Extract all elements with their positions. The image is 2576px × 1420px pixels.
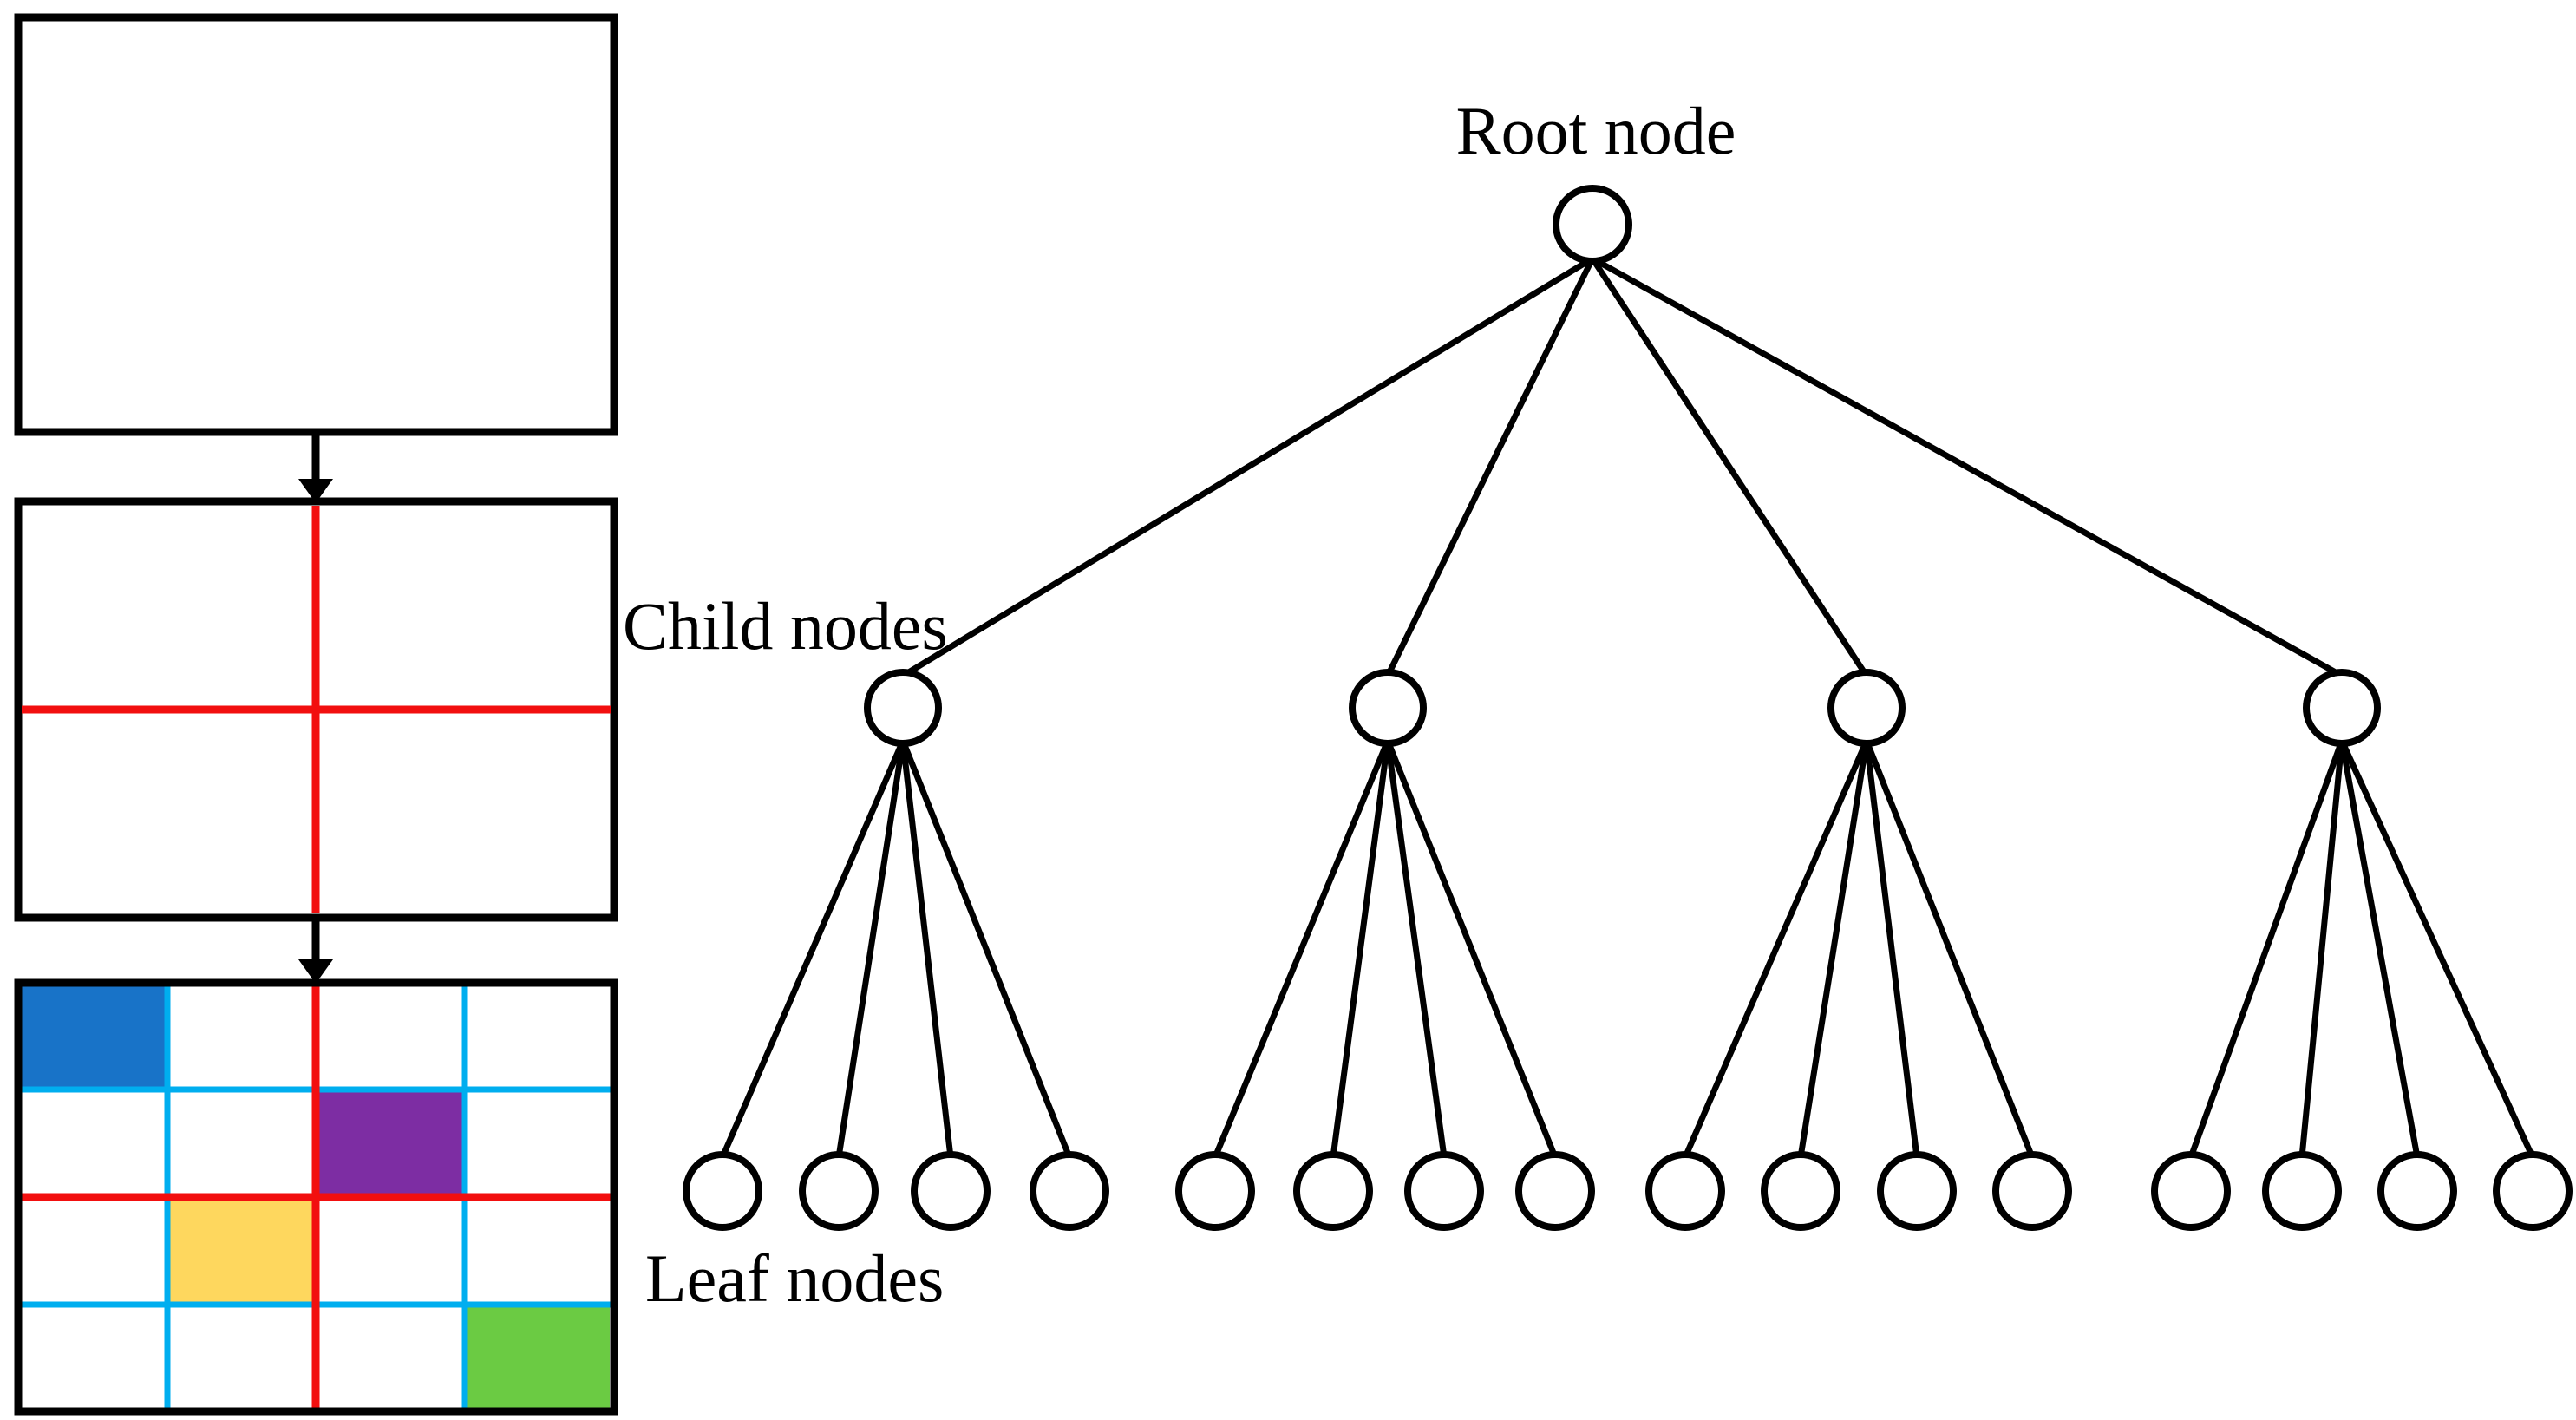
child-node-circle-4 — [2303, 669, 2381, 747]
leaf-node-circle — [1515, 1151, 1595, 1231]
leaf-node-circle-yellow — [1761, 1151, 1840, 1231]
tree-edge-child1-leaf3 — [899, 740, 954, 1158]
grid-cell-purple — [316, 1090, 465, 1197]
leaf-node-circle — [799, 1151, 879, 1231]
grid-cell-yellow — [167, 1197, 316, 1305]
tree-edge-child3-leaf4 — [1863, 739, 2036, 1159]
child-node-circle-3 — [1827, 669, 1906, 747]
leaf-node-circle — [1877, 1151, 1957, 1231]
grid-cell-green — [465, 1305, 610, 1408]
tree-edge-child4-leaf3 — [2338, 740, 2421, 1158]
tree-edge-child3-leaf1 — [1682, 739, 1870, 1159]
leaf-nodes-label: Leaf nodes — [645, 1240, 944, 1316]
leaf-node-circle-purple — [1404, 1151, 1484, 1231]
flow-arrow-2-head — [298, 959, 333, 984]
flow-box-step1 — [14, 13, 618, 436]
root-node-label: Root node — [1456, 93, 1736, 168]
tree-edge-root-child3 — [1590, 257, 1869, 677]
tree-edge-root-child4 — [1591, 255, 2344, 679]
leaf-node-circle — [1175, 1151, 1255, 1231]
flow-box-step3 — [14, 978, 618, 1416]
leaf-node-circle — [2377, 1151, 2457, 1231]
grid-cell-blue — [22, 986, 167, 1090]
leaf-node-circle — [2262, 1151, 2342, 1231]
tree-edge-child4-leaf1 — [2187, 739, 2345, 1159]
leaf-node-circle — [1030, 1151, 1109, 1231]
tree-edge-root-child2 — [1384, 257, 1596, 677]
flow-arrow-1-head — [298, 479, 333, 503]
tree-edge-child1-leaf1 — [719, 739, 906, 1159]
tree-edge-child1-leaf2 — [835, 740, 906, 1158]
leaf-node-circle-green — [2493, 1151, 2573, 1231]
leaf-node-circle-blue — [683, 1151, 762, 1231]
tree-edge-child4-leaf2 — [2298, 740, 2345, 1158]
tree-edge-child2-leaf4 — [1384, 739, 1559, 1159]
tree-edge-child3-leaf2 — [1797, 740, 1870, 1158]
leaf-node-circle — [2151, 1151, 2231, 1231]
tree-edge-child2-leaf2 — [1330, 740, 1391, 1158]
root-node-circle — [1553, 185, 1632, 265]
tree-edge-child1-leaf4 — [899, 739, 1073, 1159]
child-node-circle-1 — [864, 669, 942, 747]
leaf-node-circle — [1645, 1151, 1725, 1231]
child-nodes-label: Child nodes — [623, 588, 948, 664]
leaf-node-circle — [1293, 1151, 1373, 1231]
leaf-node-circle — [1992, 1151, 2072, 1231]
tree-edge-child2-leaf1 — [1212, 739, 1391, 1159]
leaf-node-circle — [911, 1151, 991, 1231]
tree-edge-child3-leaf3 — [1863, 740, 1920, 1158]
child-node-circle-2 — [1349, 669, 1427, 747]
tree-edge-root-child1 — [901, 256, 1594, 678]
tree-edge-child2-leaf3 — [1384, 740, 1448, 1158]
tree-edge-child4-leaf4 — [2338, 739, 2536, 1159]
